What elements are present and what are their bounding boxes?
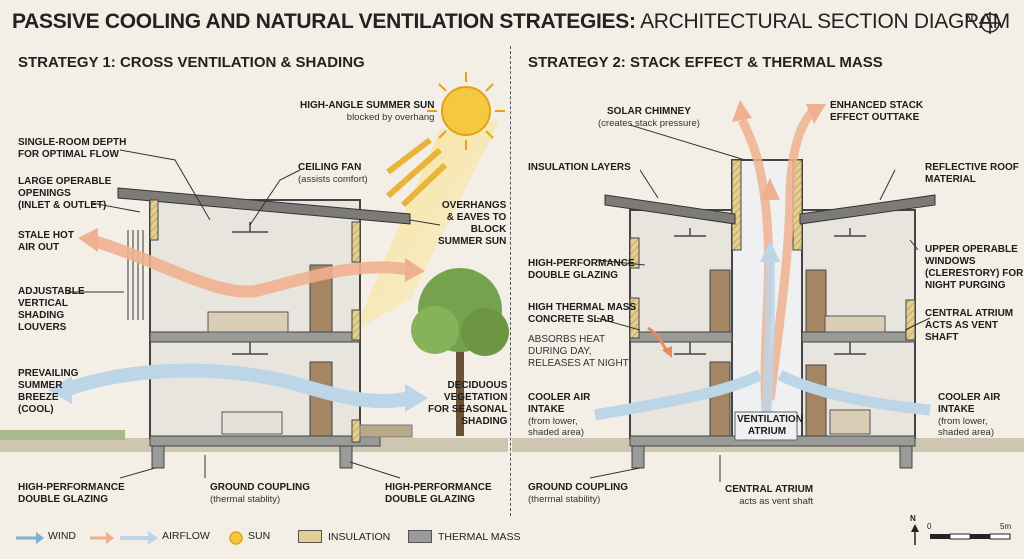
left-warm-airflow — [88, 234, 412, 298]
thermal-mass-swatch — [408, 530, 432, 543]
legend-thermal-mass: THERMAL MASS — [408, 530, 520, 543]
left-deck — [359, 424, 413, 438]
label-ground-coupling-left: GROUND COUPLING(thermal stablity) — [210, 482, 310, 505]
insulation-swatch — [298, 530, 322, 543]
left-footing-b — [339, 445, 353, 469]
compass-label: N — [966, 14, 974, 25]
scale-zero-label: 0 — [927, 522, 932, 531]
left-louvers — [127, 230, 144, 320]
right-cool-intake-left — [594, 370, 763, 421]
left-grass — [0, 430, 125, 440]
sun-beam — [355, 120, 500, 330]
left-fan-upper — [232, 222, 268, 233]
left-ground-slab — [149, 435, 381, 447]
sun-ray-arrows — [386, 137, 448, 208]
left-cool-breeze — [62, 363, 412, 409]
left-insulation-a — [149, 199, 159, 241]
left-bed — [207, 311, 289, 333]
legend-glyphs — [16, 531, 243, 545]
left-insulation-c — [351, 309, 361, 341]
left-insulation-b — [351, 221, 361, 263]
left-warm-arrowhead — [405, 258, 425, 282]
label-solar-chimney: SOLAR CHIMNEY(creates stack pressure) — [598, 106, 700, 129]
right-heading: STRATEGY 2: STACK EFFECT & THERMAL MASS — [528, 54, 883, 71]
legend-airflow: AIRFLOW — [162, 530, 210, 542]
title-bold: PASSIVE COOLING AND NATURAL VENTILATION … — [12, 10, 636, 33]
left-sofa — [221, 411, 283, 435]
legend-sun-icon — [229, 531, 243, 545]
right-cool-intake-right — [777, 370, 931, 416]
label-ceiling-fan: CEILING FAN(assists comfort) — [298, 162, 368, 185]
left-heading: STRATEGY 1: CROSS VENTILATION & SHADING — [18, 54, 365, 71]
legend-wind: WIND — [48, 530, 76, 542]
stack-warm-right — [765, 108, 816, 401]
scale-north-label: N — [910, 514, 916, 523]
left-footing-a — [151, 445, 165, 469]
sun-icon — [427, 72, 505, 150]
page-title: PASSIVE COOLING AND NATURAL VENTILATION … — [12, 8, 1010, 36]
left-roof — [117, 187, 411, 225]
right-roof-left — [604, 194, 736, 225]
label-insulation: INSULATION LAYERS — [528, 162, 631, 173]
title-subtitle: ARCHITECTURAL SECTION DIAGRAM — [640, 10, 1010, 33]
label-ground-coupling-right: GROUND COUPLING(thermal stability) — [528, 482, 628, 505]
right-slab-right — [801, 331, 916, 343]
scale-bar — [930, 533, 1011, 540]
left-fan-lower — [232, 342, 268, 355]
scale-five-label: 5m — [1000, 522, 1012, 531]
left-slab — [149, 331, 361, 343]
right-roof-right — [799, 194, 936, 225]
legend-sun: SUN — [248, 530, 271, 542]
left-insulation-d — [351, 419, 361, 443]
tree-trunk — [456, 340, 464, 436]
legend-insulation: INSULATION — [298, 530, 390, 543]
right-slab-left — [629, 331, 733, 343]
panel-divider — [510, 46, 511, 516]
